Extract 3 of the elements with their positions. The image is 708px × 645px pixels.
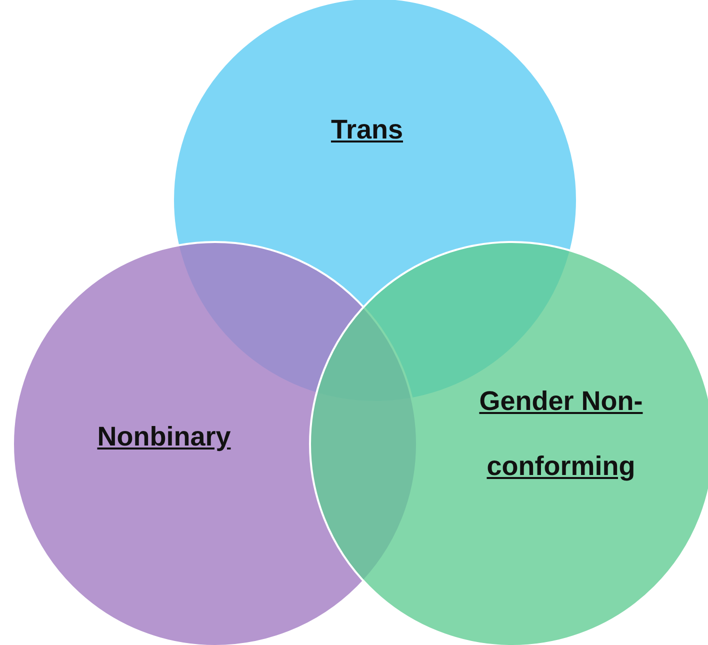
circle-label: Trans [330, 114, 404, 146]
circle-label: Nonbinary [96, 420, 232, 454]
circle-label: Gender Non-conforming [478, 385, 644, 483]
